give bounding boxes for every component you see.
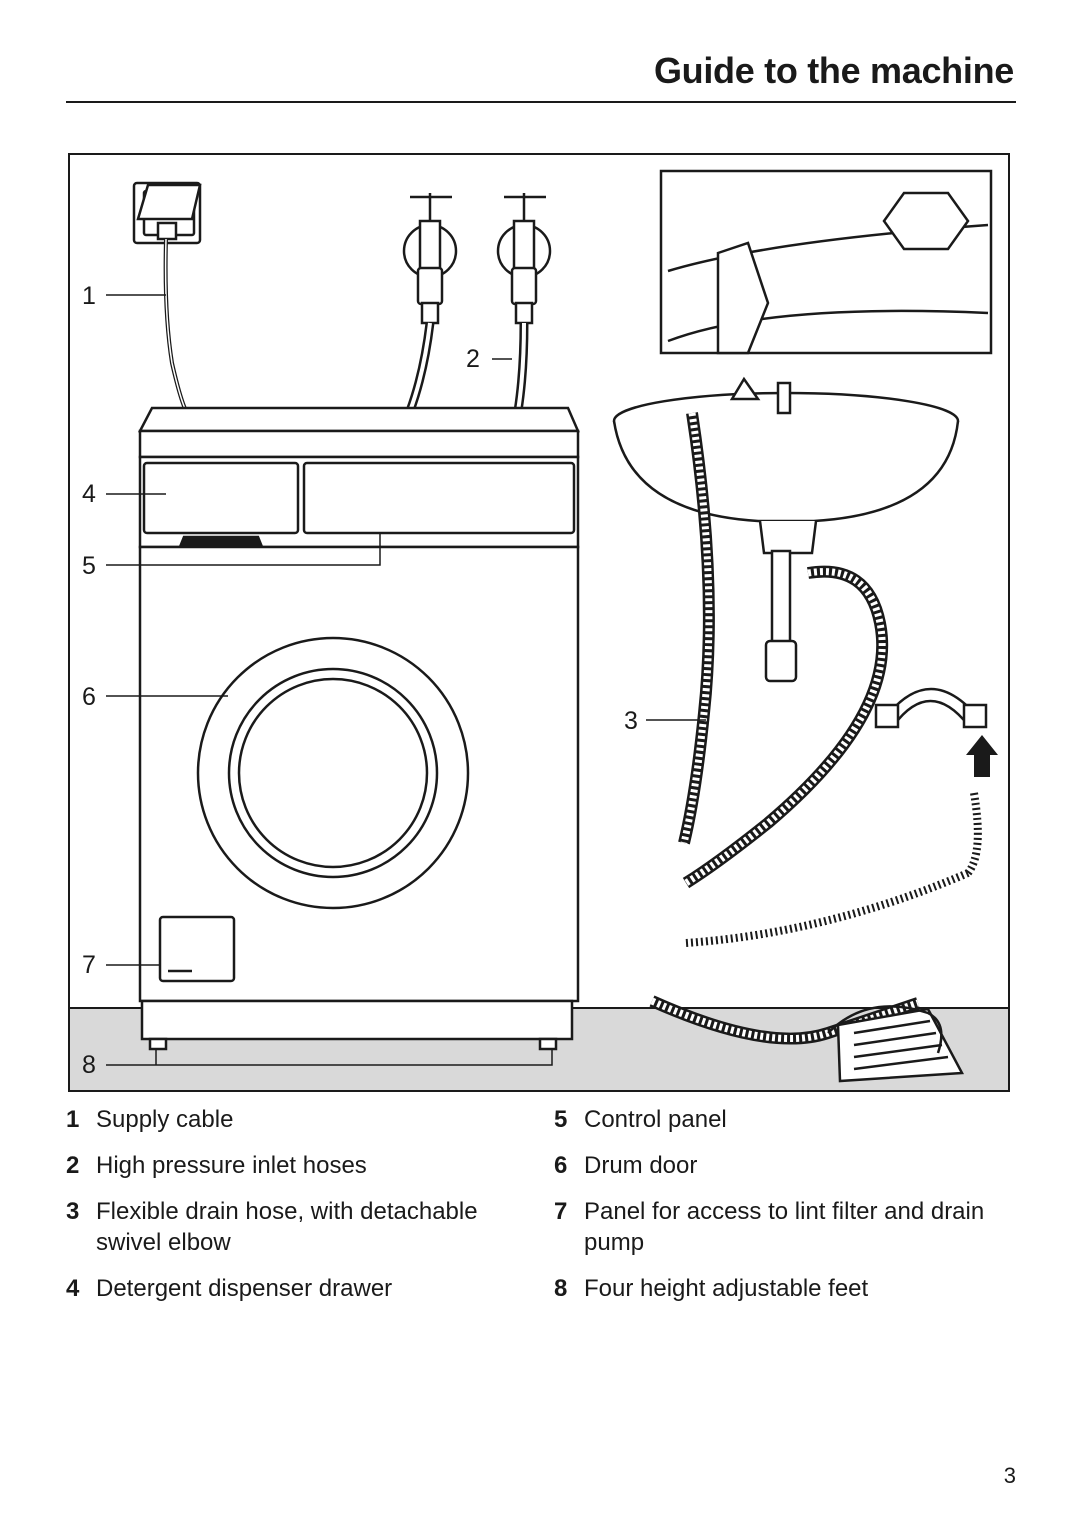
legend-column-right: 5 Control panel 6 Drum door 7 Panel for … xyxy=(554,1104,1024,1304)
callout-7: 7 xyxy=(82,951,96,979)
legend-number: 8 xyxy=(554,1275,568,1302)
legend-number: 4 xyxy=(66,1275,80,1302)
legend-number: 2 xyxy=(66,1152,80,1179)
washing-machine xyxy=(137,406,580,1051)
legend-item: 1 Supply cable xyxy=(66,1104,526,1135)
floor-drain-icon xyxy=(827,1005,965,1083)
legend-item: 3 Flexible drain hose, with detachable s… xyxy=(66,1196,526,1258)
legend-text: Four height adjustable feet xyxy=(584,1275,869,1302)
callout-6: 6 xyxy=(82,683,96,711)
inset-detail xyxy=(659,169,993,355)
legend-text: High pressure inlet hoses xyxy=(96,1152,367,1179)
machine-diagram xyxy=(68,153,1010,1092)
page-number: 3 xyxy=(1003,1463,1016,1488)
legend-number: 7 xyxy=(554,1198,568,1225)
legend-number: 1 xyxy=(66,1106,80,1133)
legend-item: 7 Panel for access to lint filter and dr… xyxy=(554,1196,1024,1258)
legend-column-left: 1 Supply cable 2 High pressure inlet hos… xyxy=(66,1104,526,1304)
legend-text: Control panel xyxy=(584,1106,727,1133)
water-tap-left-icon xyxy=(402,193,458,325)
page-title: Guide to the machine xyxy=(653,50,1014,91)
callout-4: 4 xyxy=(82,480,96,508)
legend-text: Supply cable xyxy=(96,1106,234,1133)
legend-item: 2 High pressure inlet hoses xyxy=(66,1150,526,1181)
legend-item: 5 Control panel xyxy=(554,1104,1024,1135)
callout-8: 8 xyxy=(82,1051,96,1079)
legend-text: Drum door xyxy=(584,1152,698,1179)
legend-item: 4 Detergent dispenser drawer xyxy=(66,1273,526,1304)
legend-number: 5 xyxy=(554,1106,568,1133)
wall-socket-icon xyxy=(132,181,202,245)
legend-text: Detergent dispenser drawer xyxy=(96,1275,393,1302)
machine-illustration: 1 2 3 4 5 6 7 8 xyxy=(68,153,1010,1093)
callout-5: 5 xyxy=(82,552,96,580)
legend-number: 6 xyxy=(554,1152,568,1179)
legend-number: 3 xyxy=(66,1198,80,1225)
legend-item: 6 Drum door xyxy=(554,1150,1024,1181)
callout-1: 1 xyxy=(82,282,96,310)
callout-3: 3 xyxy=(624,707,638,735)
legend-text: Flexible drain hose, with detachable swi… xyxy=(96,1198,478,1256)
callout-2: 2 xyxy=(466,345,480,373)
legend-item: 8 Four height adjustable feet xyxy=(554,1273,1024,1304)
callout-leaders xyxy=(106,294,706,1066)
swivel-elbow-icon xyxy=(874,687,988,729)
arrow-up-icon xyxy=(966,735,998,777)
water-tap-right-icon xyxy=(496,193,552,325)
legend-text: Panel for access to lint filter and drai… xyxy=(584,1198,985,1256)
title-divider xyxy=(66,101,1016,103)
